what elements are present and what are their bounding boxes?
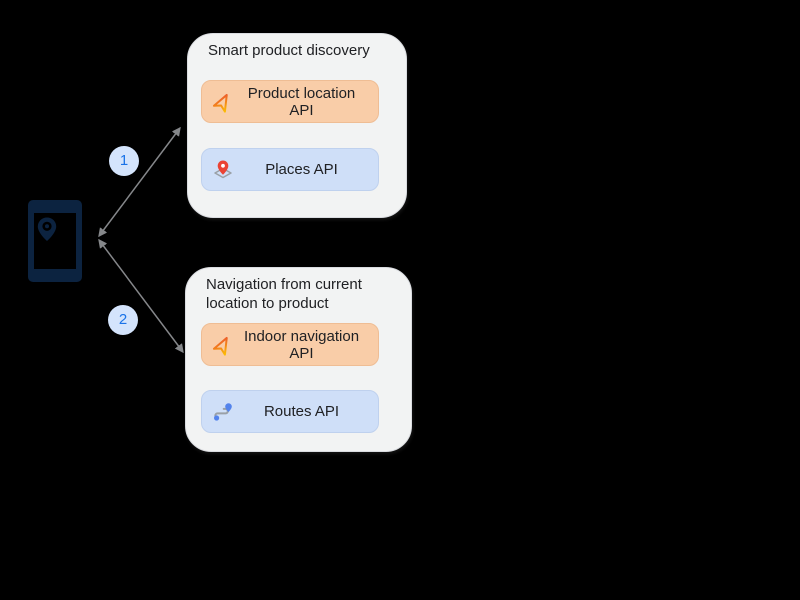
smartphone-icon (28, 200, 82, 282)
group-title: Navigation from current location to prod… (206, 276, 362, 312)
group-smart-product-discovery: Smart product discovery Product location… (187, 33, 407, 218)
navigation-arrow-icon (211, 333, 235, 357)
group-title: Smart product discovery (208, 42, 370, 59)
chip-routes-api: Routes API (201, 390, 379, 433)
chip-label: Product location API (247, 84, 356, 119)
route-icon (211, 400, 235, 424)
location-pin-icon (37, 217, 57, 241)
arrow-1 (98, 126, 181, 238)
navigation-arrow-icon (211, 90, 235, 114)
group-navigation-to-product: Navigation from current location to prod… (185, 267, 412, 452)
step-2-badge: 2 (108, 305, 138, 335)
chip-label: Routes API (263, 403, 340, 420)
arrow-2 (98, 238, 184, 354)
step-1-badge: 1 (109, 146, 139, 176)
chip-places-api: Places API (201, 148, 379, 191)
map-pin-icon (211, 158, 235, 182)
smartphone-screen (34, 213, 76, 269)
chip-indoor-navigation-api: Indoor navigation API (201, 323, 379, 366)
chip-label: Indoor navigation API (243, 327, 360, 362)
chip-label: Places API (265, 161, 338, 178)
chip-product-location-api: Product location API (201, 80, 379, 123)
